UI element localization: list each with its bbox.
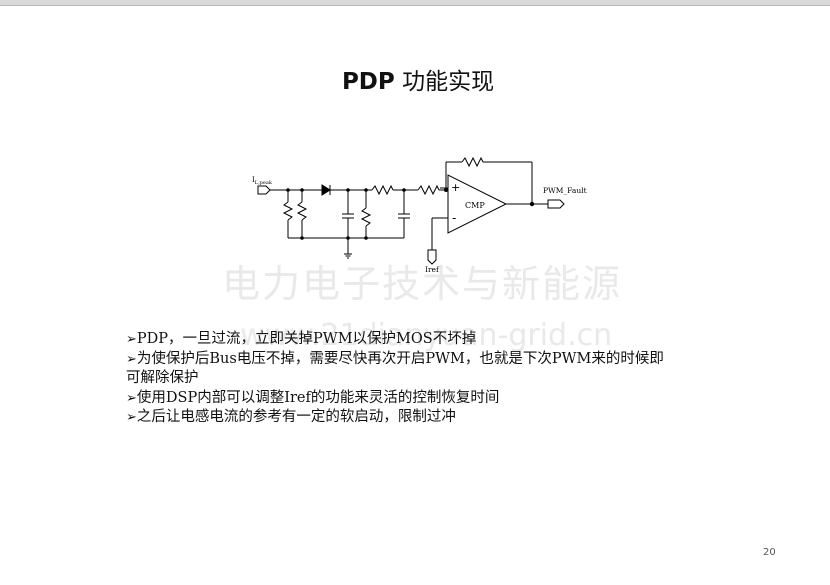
- bullet-item: ➢为使保护后Bus电压不掉，需要尽快再次开启PWM，也就是下次PWM来的时候即: [126, 350, 664, 367]
- plus-sign: +: [451, 181, 460, 194]
- arrow-bullet-icon: ➢: [126, 332, 137, 347]
- series-resistor-1: [371, 184, 394, 196]
- shunt-resistor-3: [360, 207, 372, 227]
- bullet-item: ➢使用DSP内部可以调整Iref的功能来灵活的控制恢复时间: [126, 389, 500, 406]
- iref-connector: [427, 249, 437, 265]
- bullet-item-continuation: 可解除保护: [126, 370, 199, 386]
- minus-sign: -: [452, 211, 456, 225]
- slide-title-en: PDP: [341, 69, 395, 95]
- comparator-label: CMP: [465, 201, 485, 210]
- series-resistor-2: [417, 184, 440, 196]
- comparator-triangle: [447, 174, 508, 234]
- arrow-bullet-icon: ➢: [126, 390, 137, 406]
- shunt-resistor-1: [282, 201, 294, 221]
- watermark-cn: 电力电子技术与新能源: [222, 262, 623, 306]
- bullet-list: ➢PDP，一旦过流，立即关掉PWM以保护MOS不坏掉 ➢为使保护后Bus电压不掉…: [126, 330, 726, 428]
- ref-label: Iref: [425, 265, 440, 274]
- arrow-bullet-icon: ➢: [126, 410, 137, 425]
- watermark-en: www.21dianyuan-grid.cn: [240, 318, 613, 353]
- top-rule: [0, 0, 830, 6]
- input-label: IL,peak: [252, 176, 273, 186]
- slide-title-cn: 功能实现: [402, 69, 495, 95]
- feedback-resistor: [461, 156, 484, 168]
- page-number: 20: [763, 547, 776, 558]
- output-label: PWM_Fault: [543, 186, 587, 195]
- output-connector: [547, 199, 565, 209]
- slide-title: PDP 功能实现: [0, 62, 830, 96]
- bullet-item: ➢PDP，一旦过流，立即关掉PWM以保护MOS不坏掉: [126, 331, 477, 347]
- input-connector: [257, 185, 271, 195]
- comparator-circuit-diagram: IL,peak CMP + - PWM_Fault Iref: [252, 156, 587, 274]
- shunt-resistor-2: [296, 201, 308, 221]
- bullet-item: ➢之后让电感电流的参考有一定的软启动，限制过冲: [126, 409, 456, 425]
- arrow-bullet-icon: ➢: [126, 351, 137, 367]
